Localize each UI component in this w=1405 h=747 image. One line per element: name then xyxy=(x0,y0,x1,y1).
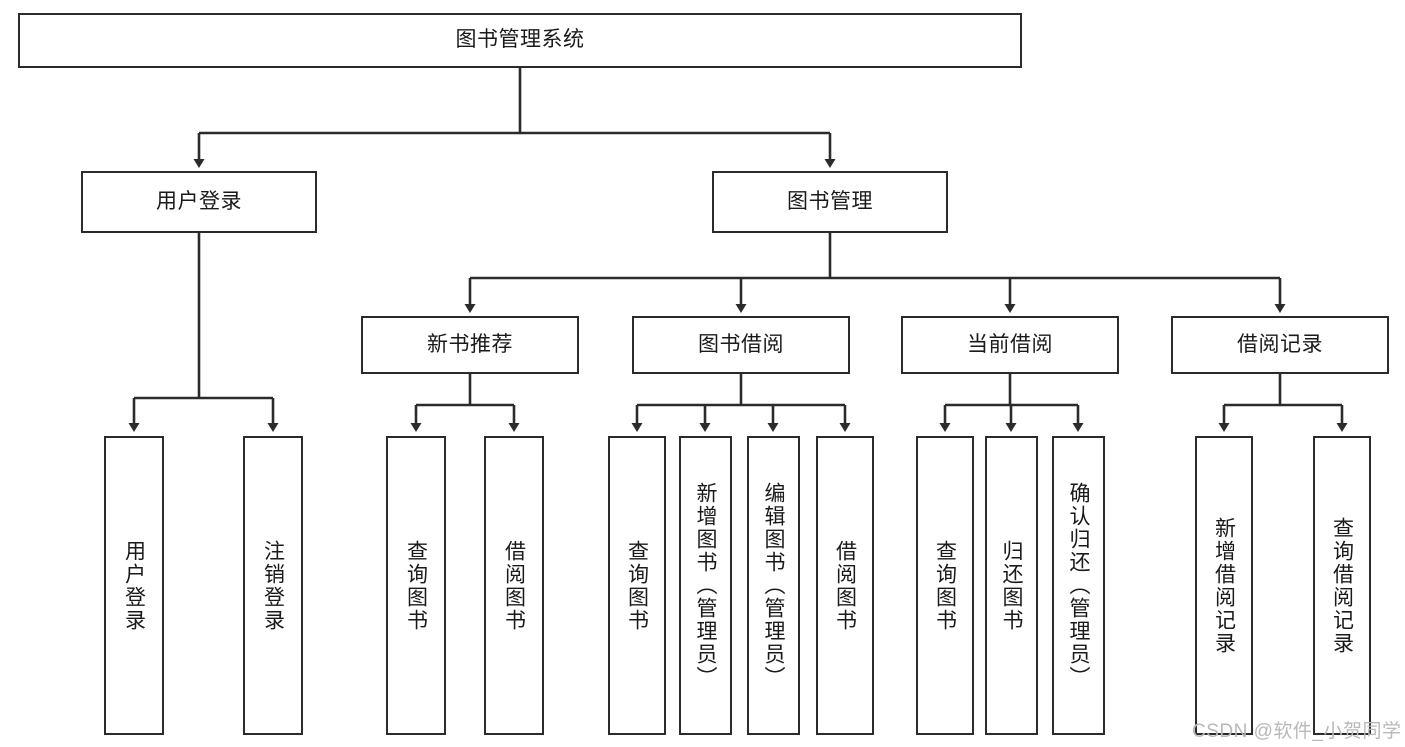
node-leaf-rec-borrow-book[interactable]: 借阅图书 xyxy=(484,436,544,735)
node-leaf-cb-confirm-return-label: 确认归还（管理员） xyxy=(1067,482,1090,689)
node-user-login-label: 用户登录 xyxy=(156,189,242,213)
node-leaf-bb-edit-book-label: 编辑图书（管理员） xyxy=(762,482,785,689)
node-new-book-rec-label: 新书推荐 xyxy=(427,332,513,356)
node-leaf-bb-edit-book[interactable]: 编辑图书（管理员） xyxy=(747,436,800,735)
node-leaf-user-login-label: 用户登录 xyxy=(122,539,146,632)
node-leaf-bb-query-book-label: 查询图书 xyxy=(625,539,649,632)
node-leaf-cb-return-book[interactable]: 归还图书 xyxy=(985,436,1038,735)
node-leaf-bb-add-book[interactable]: 新增图书（管理员） xyxy=(679,436,732,735)
watermark: CSDN @软件_小贺同学 xyxy=(1192,721,1402,742)
node-leaf-rec-query-book-label: 查询图书 xyxy=(404,539,428,632)
node-borrow-record-label: 借阅记录 xyxy=(1237,332,1323,356)
node-leaf-user-login[interactable]: 用户登录 xyxy=(104,436,164,735)
node-new-book-rec[interactable]: 新书推荐 xyxy=(361,316,579,374)
node-leaf-user-logout[interactable]: 注销登录 xyxy=(243,436,303,735)
node-book-borrow[interactable]: 图书借阅 xyxy=(632,316,850,374)
node-leaf-br-add-record[interactable]: 新增借阅记录 xyxy=(1195,436,1253,735)
node-leaf-cb-query-book-label: 查询图书 xyxy=(933,539,957,632)
node-current-borrow-label: 当前借阅 xyxy=(967,332,1053,356)
node-leaf-cb-return-book-label: 归还图书 xyxy=(1000,539,1023,632)
node-book-borrow-label: 图书借阅 xyxy=(698,332,784,356)
node-book-manage[interactable]: 图书管理 xyxy=(712,171,948,233)
node-root-label: 图书管理系统 xyxy=(455,28,585,52)
node-leaf-user-logout-label: 注销登录 xyxy=(261,539,285,632)
node-leaf-br-add-record-label: 新增借阅记录 xyxy=(1212,516,1236,655)
node-leaf-br-query-record[interactable]: 查询借阅记录 xyxy=(1313,436,1371,735)
node-leaf-cb-query-book[interactable]: 查询图书 xyxy=(916,436,974,735)
node-leaf-bb-borrow-book[interactable]: 借阅图书 xyxy=(816,436,874,735)
node-leaf-br-query-record-label: 查询借阅记录 xyxy=(1330,516,1354,655)
node-leaf-bb-query-book[interactable]: 查询图书 xyxy=(608,436,666,735)
node-leaf-bb-add-book-label: 新增图书（管理员） xyxy=(694,482,717,689)
node-borrow-record[interactable]: 借阅记录 xyxy=(1171,316,1389,374)
node-book-manage-label: 图书管理 xyxy=(787,189,873,213)
node-leaf-rec-query-book[interactable]: 查询图书 xyxy=(386,436,446,735)
node-user-login[interactable]: 用户登录 xyxy=(81,171,317,233)
node-leaf-bb-borrow-book-label: 借阅图书 xyxy=(833,539,857,632)
node-root[interactable]: 图书管理系统 xyxy=(18,13,1022,68)
node-current-borrow[interactable]: 当前借阅 xyxy=(901,316,1119,374)
node-leaf-cb-confirm-return[interactable]: 确认归还（管理员） xyxy=(1052,436,1105,735)
node-leaf-rec-borrow-book-label: 借阅图书 xyxy=(502,539,526,632)
